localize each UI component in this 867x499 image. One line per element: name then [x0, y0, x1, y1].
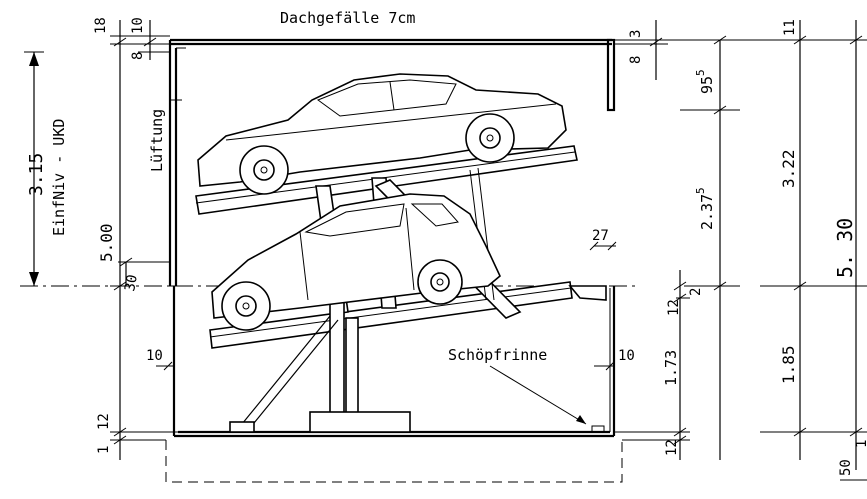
dim-12: 12 — [96, 413, 112, 430]
dim-3-22: 3.22 — [779, 149, 798, 188]
lower-car-hatchback — [211, 193, 501, 331]
drain-arrow-icon — [576, 415, 586, 424]
dim-12r-b: 12 — [664, 439, 680, 456]
dim-1-85: 1.85 — [779, 345, 798, 384]
dim-5-30: 5. 30 — [833, 218, 857, 278]
dim-95-5-sup: 5 — [694, 69, 707, 76]
dim-1-73: 1.73 — [662, 350, 680, 386]
dim-8r: 8 — [628, 56, 644, 64]
building-walls — [165, 38, 623, 483]
right-dimensions — [589, 20, 867, 481]
dim-18: 18 — [93, 17, 109, 34]
dim-10r: 10 — [618, 348, 635, 364]
dim-3: 3 — [628, 30, 644, 38]
roof-slope-label: Dachgefälle 7cm — [280, 9, 415, 27]
drain-leader — [489, 365, 587, 425]
dim-5-00: 5.00 — [97, 223, 116, 262]
dim-2-375: 2.37 — [698, 194, 716, 230]
dim-95-5: 95 — [698, 76, 716, 94]
arrow-down-icon — [29, 272, 39, 286]
dim-10b: 10 — [146, 348, 163, 364]
dim-10: 10 — [130, 17, 146, 34]
dim-2-375-sup: 5 — [694, 187, 707, 194]
dim-11: 11 — [782, 19, 798, 36]
dim-8: 8 — [130, 52, 146, 60]
arrow-up-icon — [29, 52, 39, 66]
drain-label: Schöpfrinne — [448, 346, 547, 364]
ventilation-label: Lüftung — [148, 109, 166, 172]
dim-1r: 1 — [854, 440, 867, 448]
upper-car-sedan — [197, 73, 567, 195]
entry-level-label: EinfNiv - UKD — [50, 119, 68, 236]
left-dimensions — [24, 20, 178, 460]
dim-2: 2 — [688, 288, 704, 296]
dim-27: 27 — [592, 228, 609, 244]
dim-30: 30 — [122, 273, 141, 292]
dim-12r: 12 — [666, 299, 682, 316]
dim-1: 1 — [96, 446, 112, 454]
dim-50: 50 — [838, 459, 854, 476]
dim-3-15: 3.15 — [26, 153, 47, 196]
